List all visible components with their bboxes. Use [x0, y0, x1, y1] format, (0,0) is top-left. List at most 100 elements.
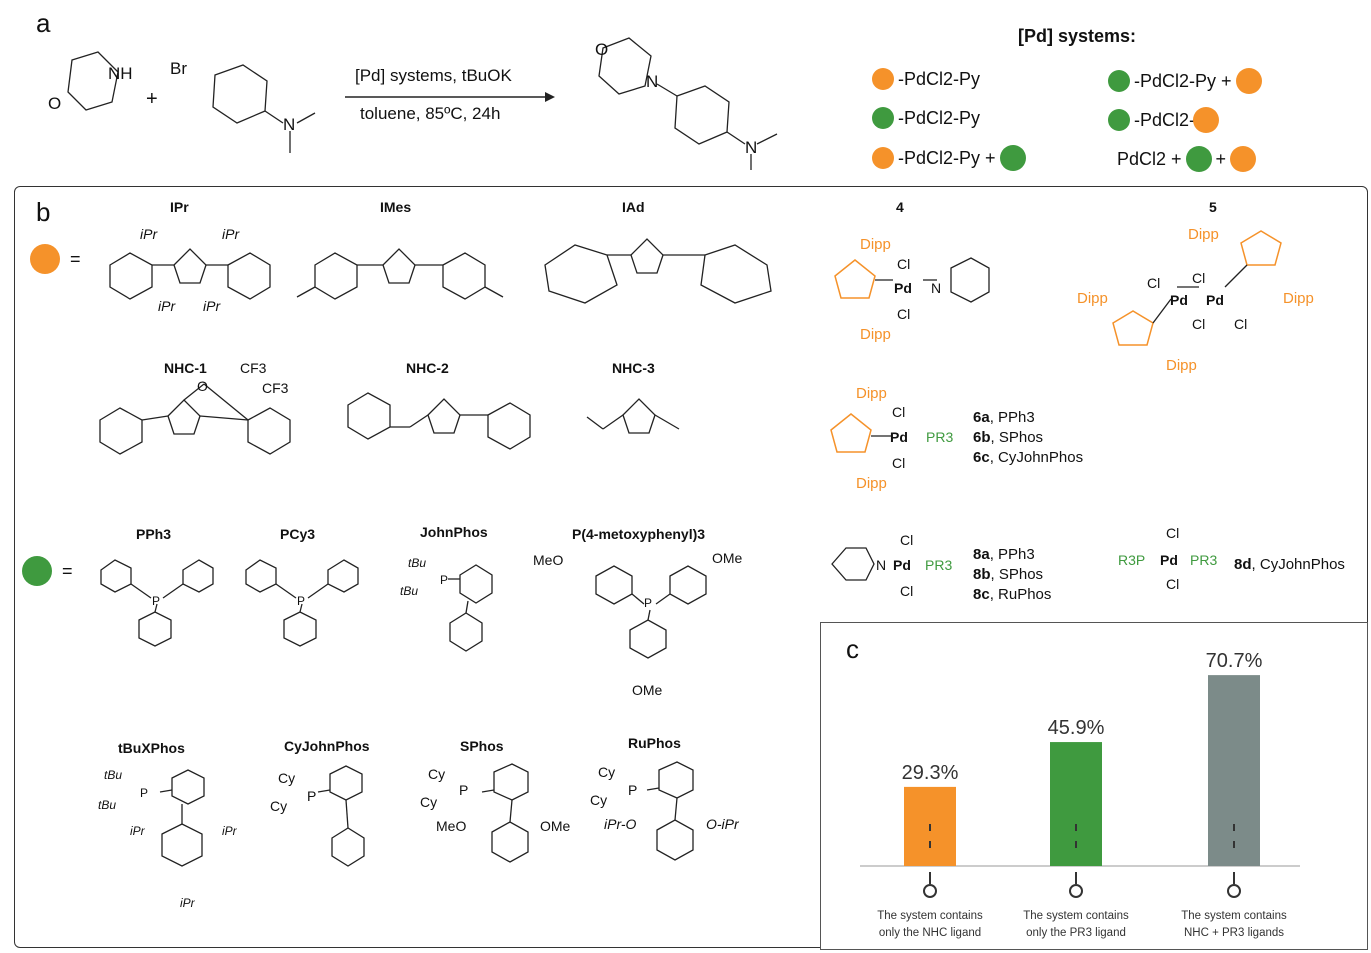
label-pph3: PPh3	[136, 526, 172, 542]
series-8d: 8d, CyJohnPhos	[1234, 556, 1345, 573]
iad-structure	[535, 225, 785, 310]
phosphine-dot-icon	[999, 145, 1026, 171]
product-n2: N	[745, 138, 758, 157]
complex-8-structure	[826, 538, 906, 594]
c5-pd-1: Pd	[1170, 292, 1188, 308]
nhc-legend: =	[30, 244, 81, 274]
pd-system-4: -PdCl2-	[1108, 107, 1220, 133]
c6-cl-2: Cl	[892, 455, 906, 471]
ome-label-2: OMe	[632, 682, 663, 698]
morpholine-structure	[40, 50, 140, 130]
c5-dipp-4: Dipp	[1166, 357, 1197, 374]
label-imes: IMes	[380, 199, 412, 215]
johnphos-structure	[430, 555, 510, 665]
label-nhc2: NHC-2	[406, 360, 449, 376]
pmp-p: P	[644, 596, 653, 610]
pph3-p: P	[152, 594, 161, 608]
complex-4-structure	[825, 240, 1005, 330]
c4-dipp-1: Dipp	[860, 236, 891, 253]
ome-label-1: OMe	[712, 550, 743, 566]
label-iad: IAd	[622, 199, 645, 215]
c5-cl-1: Cl	[1147, 275, 1161, 291]
c8-cl-1: Cl	[900, 532, 914, 548]
pd-system-3: -PdCl2-Py	[872, 107, 984, 129]
tbuxphos-tbu-2: tBu	[98, 798, 117, 812]
phosphine-dot-icon	[1108, 109, 1130, 131]
series-8b: 8b, SPhos	[973, 566, 1044, 583]
series-8-list: 8a, PPh3 8b, SPhos 8c, RuPhos	[973, 545, 1051, 605]
nhc-dot-icon	[872, 147, 894, 169]
pd-system-2: -PdCl2-Py +	[1108, 68, 1262, 94]
c5-pd-2: Pd	[1206, 292, 1224, 308]
sphos-cy-2: Cy	[420, 794, 438, 810]
nhc-dot-icon	[872, 68, 894, 90]
ruphos-oipr: O-iPr	[706, 816, 739, 832]
phosphine-legend: =	[22, 556, 73, 586]
category-pin-circle-3	[1228, 885, 1240, 897]
c5-cl-2: Cl	[1192, 270, 1206, 286]
p-metoxyphenyl-structure	[570, 550, 750, 680]
category-label-1-line-1: The system contains	[877, 910, 983, 922]
ligand-bar-chart: 29.3% The system contains only the NHC lig…	[820, 650, 1366, 939]
label-complex-4: 4	[896, 199, 904, 215]
label-nhc1: NHC-1	[164, 360, 207, 376]
c4-pd: Pd	[894, 280, 912, 296]
pcy3-p: P	[297, 594, 306, 608]
c5-dipp-1: Dipp	[1188, 226, 1219, 243]
label-pcy3: PCy3	[280, 526, 316, 542]
c8-n: N	[876, 557, 887, 573]
johnphos-p: P	[440, 573, 449, 587]
tbuxphos-ipr-2: iPr	[222, 824, 237, 838]
ruphos-cy-1: Cy	[598, 764, 616, 780]
sphos-ome: OMe	[540, 818, 571, 834]
product-n1: N	[646, 72, 659, 91]
value-label-3: 70.7%	[1206, 650, 1263, 672]
panel-c-letter: c	[846, 634, 859, 664]
category-label-1-line-2: only the NHC ligand	[879, 927, 981, 939]
cyjohnphos-cy-2: Cy	[270, 798, 288, 814]
category-pin-circle-2	[1070, 885, 1082, 897]
amine-n-label: N	[283, 115, 296, 134]
category-label-2-line-1: The system contains	[1023, 910, 1129, 922]
c5-cl-3: Cl	[1192, 316, 1206, 332]
plus-sign: +	[146, 88, 158, 110]
c6-dipp-2: Dipp	[856, 475, 887, 492]
category-label-2-line-2: only the PR3 ligand	[1026, 927, 1126, 939]
c8-pr3: PR3	[925, 557, 953, 573]
series-6a: 6a, PPh3	[973, 409, 1035, 426]
tbuxphos-p: P	[140, 786, 149, 800]
c6-pr3: PR3	[926, 429, 954, 445]
series-6b: 6b, SPhos	[973, 429, 1044, 446]
label-p-metoxyphenyl: P(4-metoxyphenyl)3	[572, 526, 706, 542]
c5-dipp-2: Dipp	[1283, 290, 1314, 307]
sphos-structure	[450, 760, 570, 880]
product-structure	[585, 30, 785, 180]
complex-6-structure	[825, 400, 925, 480]
c6-pd: Pd	[890, 429, 908, 445]
bar-3	[1208, 675, 1260, 866]
bromoaniline-structure	[175, 55, 325, 165]
category-label-3-line-1: The system contains	[1181, 910, 1287, 922]
nhc-dot-icon	[1235, 68, 1262, 94]
panel-a-letter: a	[36, 8, 51, 38]
ruphos-ipro: iPr-O	[604, 816, 637, 832]
label-tbuxphos: tBuXPhos	[118, 740, 185, 756]
category-pin-circle-1	[924, 885, 936, 897]
johnphos-tbu-1: tBu	[408, 556, 427, 570]
series-6-list: 6a, PPh3 6b, SPhos 6c, CyJohnPhos	[973, 408, 1083, 468]
tbuxphos-structure	[120, 768, 250, 898]
c5-dipp-3: Dipp	[1077, 290, 1108, 307]
c8-pd: Pd	[893, 557, 911, 573]
c4-dipp-2: Dipp	[860, 326, 891, 343]
sphos-meo: MeO	[436, 818, 467, 834]
tbuxphos-ipr-1: iPr	[130, 824, 145, 838]
ipr-sub-1: iPr	[140, 226, 158, 242]
value-label-1: 29.3%	[902, 762, 959, 784]
c8d-pr3: PR3	[1190, 552, 1218, 568]
c8-cl-2: Cl	[900, 583, 914, 599]
ipr-sub-2: iPr	[222, 226, 240, 242]
ruphos-structure	[615, 758, 735, 878]
johnphos-tbu-2: tBu	[400, 584, 419, 598]
c6-dipp-1: Dipp	[856, 385, 887, 402]
c8d-cl-2: Cl	[1166, 576, 1180, 592]
